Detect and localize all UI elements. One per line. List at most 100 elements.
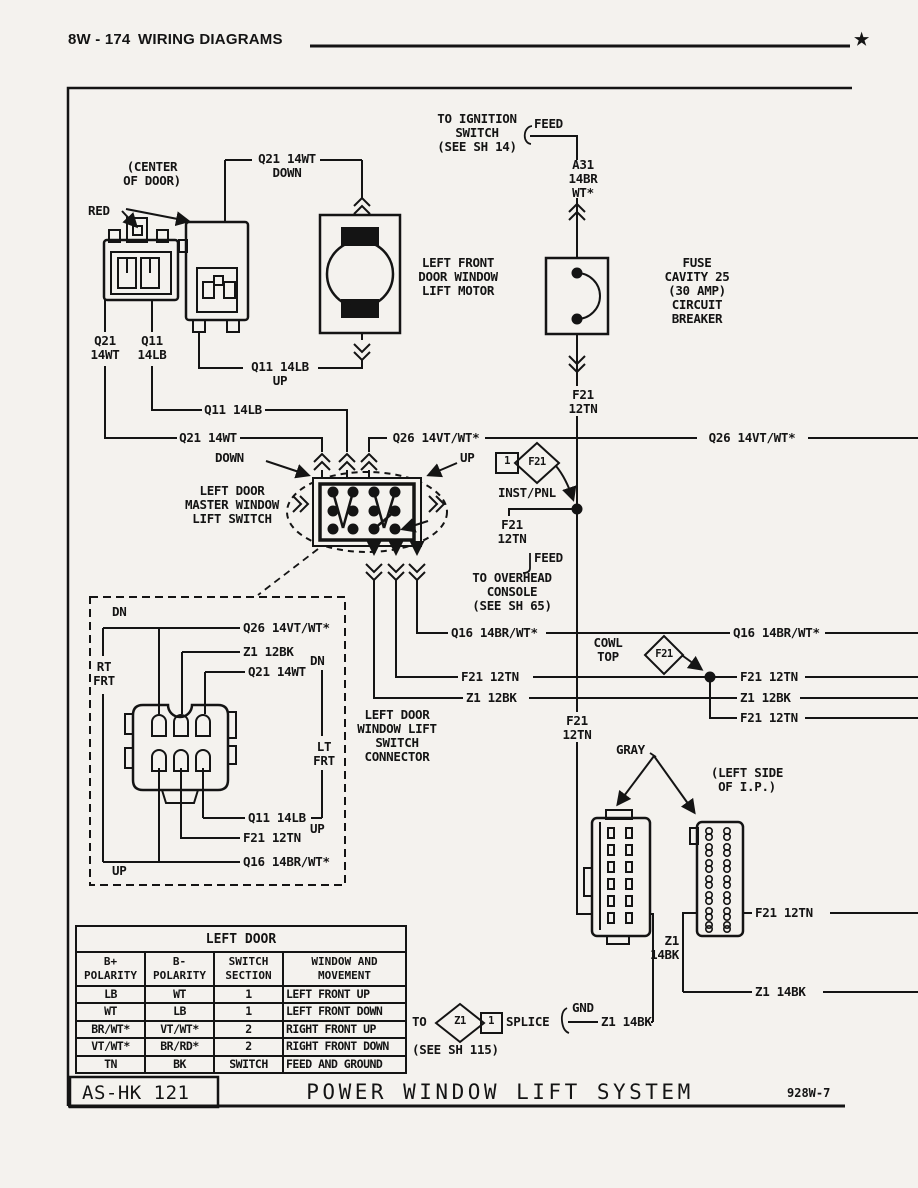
label-splice-z1: Z1 [454, 1015, 466, 1027]
gray-callout-arrows [616, 752, 696, 815]
label-splice: SPLICE [506, 1014, 550, 1029]
table-cell: WT [77, 1004, 146, 1020]
label-cowl-top: COWL TOP [593, 635, 623, 664]
column-header: WINDOW AND MOVEMENT [311, 955, 378, 982]
label-inst-pnl: INST/PNL [498, 485, 556, 500]
wire-q21-14wt [104, 300, 331, 478]
label-up: UP [460, 450, 475, 465]
table-row: VT/WT* BR/RD* 2 RIGHT FRONT DOWN [77, 1039, 405, 1057]
label-wire-f21-line1: F21 12TN [461, 669, 519, 684]
label-wire-q26-line2: Q26 14VT/WT* [708, 430, 796, 445]
label-wire-q21-inner: Q21 14WT [248, 664, 306, 679]
ip-connector-right [689, 820, 745, 938]
red-callout-arrows [121, 208, 191, 229]
door-connector-small [102, 217, 180, 302]
wire-q11-14lb [151, 300, 356, 478]
star-icon: ★ [854, 30, 870, 49]
table-cell: LB [77, 986, 146, 1002]
label-wire-q11-up: Q11 14LB UP [251, 359, 309, 388]
label-splice-1: 1 [488, 1015, 494, 1027]
table-row: LB WT 1 LEFT FRONT UP [77, 986, 405, 1004]
switch-connector-symbol [124, 703, 237, 804]
label-see-sh115: (SEE SH 115) [412, 1042, 499, 1057]
label-up-left: UP [112, 863, 127, 878]
switch-logic-table: LEFT DOOR B+ POLARITY B- POLARITY SWITCH… [75, 925, 407, 1074]
label-wire-f21-line2: F21 12TN [740, 669, 798, 684]
table-cell: 1 [215, 1004, 284, 1020]
label-rt-frt: RT FRT [93, 659, 115, 688]
cowl-top-connector-symbol [643, 634, 704, 676]
column-header: B- POLARITY [146, 953, 215, 985]
wire-q11-up [198, 332, 371, 369]
table-row: WT LB 1 LEFT FRONT DOWN [77, 1004, 405, 1022]
label-wire-z1-inner: Z1 12BK [243, 644, 294, 659]
table-cell: WT [146, 986, 215, 1002]
junction-dot [704, 671, 716, 683]
table-cell: 2 [215, 1021, 284, 1037]
label-wire-q26-line1: Q26 14VT/WT* [392, 430, 480, 445]
label-lt-frt: LT FRT [313, 739, 335, 768]
label-wire-q16-line1: Q16 14BR/WT* [451, 625, 538, 640]
label-up-right: UP [310, 821, 325, 836]
label-down: DOWN [215, 450, 244, 465]
label-dn-right: DN [310, 653, 325, 668]
label-wire-z1-line2: Z1 12BK [740, 690, 791, 705]
label-wire-q21-line: Q21 14WT [179, 430, 237, 445]
wire-q26-14vtwt [360, 437, 918, 478]
master-switch-symbol [286, 471, 448, 553]
wire-a31-f21-feed [523, 125, 592, 915]
label-wire-f21-ip-out: F21 12TN [755, 905, 813, 920]
dashed-detail-box [89, 596, 346, 886]
circuit-breaker-symbol [544, 256, 610, 336]
label-master-switch: LEFT DOOR MASTER WINDOW LIFT SWITCH [185, 483, 279, 526]
splice-symbol [434, 1002, 503, 1044]
label-wire-z1-gnd: Z1 14BK [601, 1014, 652, 1029]
label-wire-f21-line3: F21 12TN [740, 710, 798, 725]
label-wire-f21-console: F21 12TN [497, 517, 527, 546]
label-gray: GRAY [616, 742, 645, 757]
label-wire-q26-inner: Q26 14VT/WT* [243, 620, 330, 635]
label-lift-motor: LEFT FRONT DOOR WINDOW LIFT MOTOR [418, 255, 498, 298]
label-red: RED [88, 203, 110, 218]
ip-connector-left [583, 809, 652, 945]
table-cell: FEED AND GROUND [286, 1056, 383, 1071]
detail-leader-line [257, 548, 319, 596]
detail-box-wires [102, 627, 323, 863]
wire-overhead-console [508, 508, 577, 574]
label-wire-q11-inner: Q11 14LB [248, 810, 306, 825]
table-cell: LEFT FRONT DOWN [286, 1004, 383, 1018]
label-wire-a31: A31 14BR WT* [568, 157, 598, 200]
label-wire-z1-14bk-line: Z1 14BK [755, 984, 806, 999]
column-header: B+ POLARITY [77, 953, 146, 985]
wire-q21-down [224, 159, 371, 222]
label-circuit-breaker: FUSE CAVITY 25 (30 AMP) CIRCUIT BREAKER [664, 255, 730, 326]
sheet-code: AS-HK 121 [82, 1082, 190, 1104]
label-switch-connector: LEFT DOOR WINDOW LIFT SWITCH CONNECTOR [357, 707, 437, 764]
label-wire-q11-vertical: Q11 14LB [137, 333, 167, 362]
down-arrow [265, 460, 311, 479]
label-wire-q16-inner: Q16 14BR/WT* [243, 854, 330, 869]
label-connector-number: 1 [504, 455, 510, 467]
up-arrow [426, 462, 458, 478]
sheet-number: 928W-7 [787, 1086, 831, 1100]
wires-ip-area [560, 912, 918, 1034]
table-row: BR/WT* VT/WT* 2 RIGHT FRONT UP [77, 1021, 405, 1039]
label-cowl-code: F21 [655, 648, 673, 660]
table-cell: VT/WT* [77, 1039, 146, 1055]
diagram-title: POWER WINDOW LIFT SYSTEM [306, 1080, 694, 1104]
table-cell: VT/WT* [146, 1021, 215, 1037]
label-wire-f21-ip: F21 12TN [562, 713, 592, 742]
table-cell: SWITCH [215, 1056, 284, 1072]
inst-pnl-connector-symbol [495, 441, 577, 502]
label-center-of-door: (CENTER OF DOOR) [123, 159, 181, 188]
label-dn-left: DN [112, 604, 127, 619]
label-wire-f21-breaker: F21 12TN [568, 387, 598, 416]
table-cell: RIGHT FRONT DOWN [286, 1039, 389, 1053]
label-wire-f21-inner: F21 12TN [243, 830, 301, 845]
table-cell: LEFT FRONT UP [286, 986, 370, 1001]
label-wire-q11-line: Q11 14LB [204, 402, 262, 417]
label-left-side-ip: (LEFT SIDE OF I.P.) [710, 765, 784, 794]
table-cell: RIGHT FRONT UP [286, 1021, 376, 1036]
